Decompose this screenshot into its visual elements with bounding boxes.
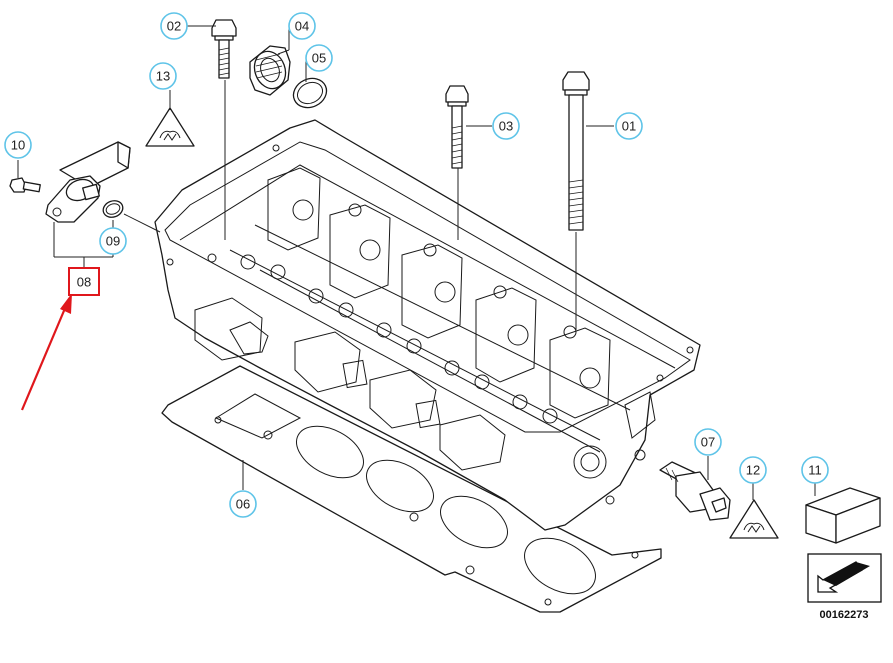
parts-kit-box-icon[interactable]	[805, 487, 881, 544]
callout-09[interactable]: 09	[99, 227, 127, 255]
callout-13[interactable]: 13	[149, 62, 177, 90]
highlight-box	[68, 267, 100, 296]
callout-04[interactable]: 04	[288, 12, 316, 40]
bolt-02[interactable]	[211, 19, 237, 79]
callout-03[interactable]: 03	[492, 112, 520, 140]
warning-triangle-icon	[729, 499, 779, 539]
callout-07[interactable]: 07	[694, 428, 722, 456]
sealing-ring-05[interactable]	[289, 73, 332, 113]
callout-11[interactable]: 11	[801, 456, 829, 484]
leader-lines	[17, 25, 816, 500]
bolt-10[interactable]	[9, 177, 41, 193]
highlight-arrow	[20, 293, 72, 411]
callout-10[interactable]: 10	[4, 131, 32, 159]
bolt-03[interactable]	[445, 85, 469, 169]
screw-plug-04[interactable]	[249, 45, 291, 96]
callout-12[interactable]: 12	[739, 456, 767, 484]
warning-triangle-icon	[145, 107, 195, 147]
head-bolt-01[interactable]	[562, 71, 590, 231]
temperature-sensor-07[interactable]	[659, 461, 731, 521]
direction-arrow-icon	[807, 553, 882, 603]
callout-06[interactable]: 06	[229, 490, 257, 518]
cylinder-head[interactable]	[154, 119, 701, 531]
o-ring-09[interactable]	[101, 198, 125, 220]
catalog-number: 00162273	[820, 609, 869, 621]
callout-05[interactable]: 05	[305, 44, 333, 72]
callout-01[interactable]: 01	[615, 112, 643, 140]
pulse-generator-08[interactable]	[45, 141, 131, 223]
callout-02[interactable]: 02	[160, 12, 188, 40]
